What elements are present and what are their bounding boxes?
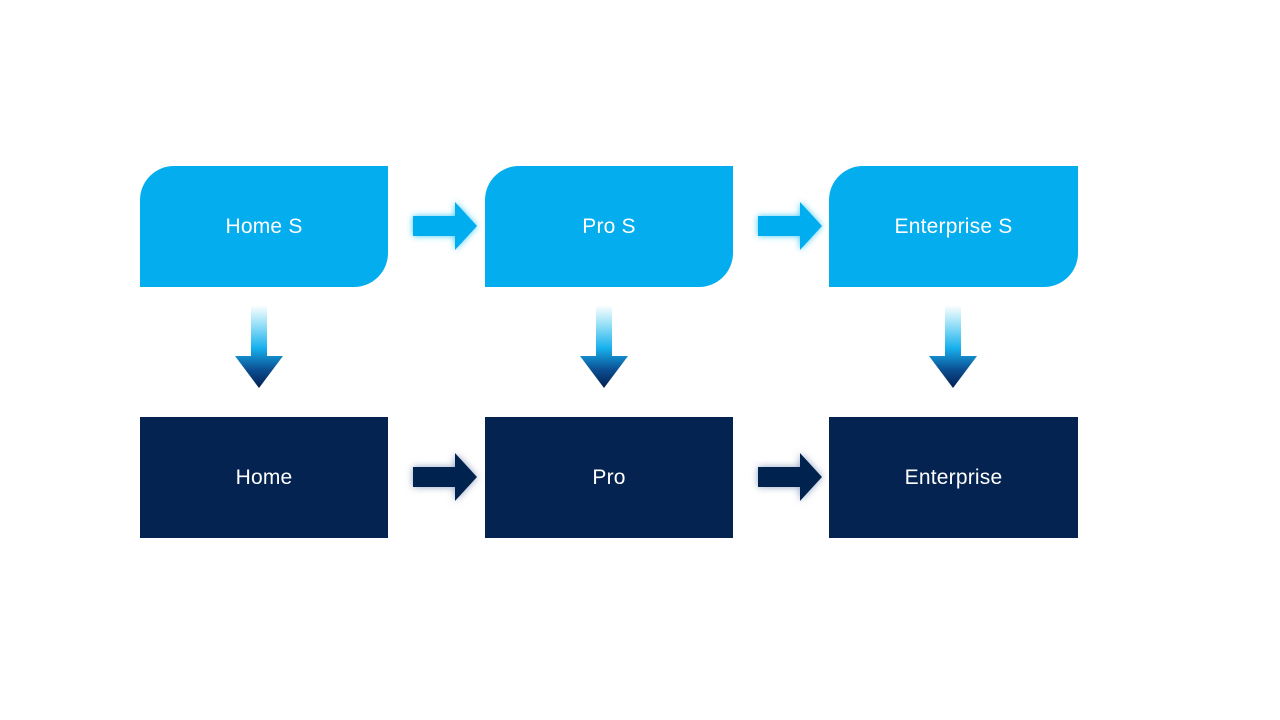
arrow-down-icon	[580, 305, 628, 388]
connector-pro-s-to-pro	[576, 305, 632, 391]
node-home-s[interactable]: Home S	[140, 166, 388, 287]
arrow-right-icon	[413, 202, 477, 250]
connector-enterprise-s-to-enterprise	[925, 305, 981, 391]
node-label-enterprise: Enterprise	[904, 465, 1003, 489]
node-label-home-s: Home S	[225, 214, 303, 238]
arrow-right-icon	[758, 453, 822, 501]
arrow-right-icon	[413, 453, 477, 501]
node-pro[interactable]: Pro	[485, 417, 733, 538]
arrow-down-icon	[929, 305, 977, 388]
connector-pro-s-to-enterprise-s	[750, 196, 828, 256]
arrow-right-icon	[758, 202, 822, 250]
connector-home-s-to-pro-s	[405, 196, 483, 256]
node-label-pro-s: Pro S	[582, 214, 636, 238]
node-label-home: Home	[235, 465, 293, 489]
arrow-down-icon	[235, 305, 283, 388]
node-label-enterprise-s: Enterprise S	[894, 214, 1013, 238]
connector-home-s-to-home	[231, 305, 287, 391]
node-label-pro: Pro	[592, 465, 626, 489]
node-enterprise[interactable]: Enterprise	[829, 417, 1078, 538]
node-enterprise-s[interactable]: Enterprise S	[829, 166, 1078, 287]
node-home[interactable]: Home	[140, 417, 388, 538]
connector-pro-to-enterprise	[750, 447, 828, 507]
connector-home-to-pro	[405, 447, 483, 507]
node-pro-s[interactable]: Pro S	[485, 166, 733, 287]
